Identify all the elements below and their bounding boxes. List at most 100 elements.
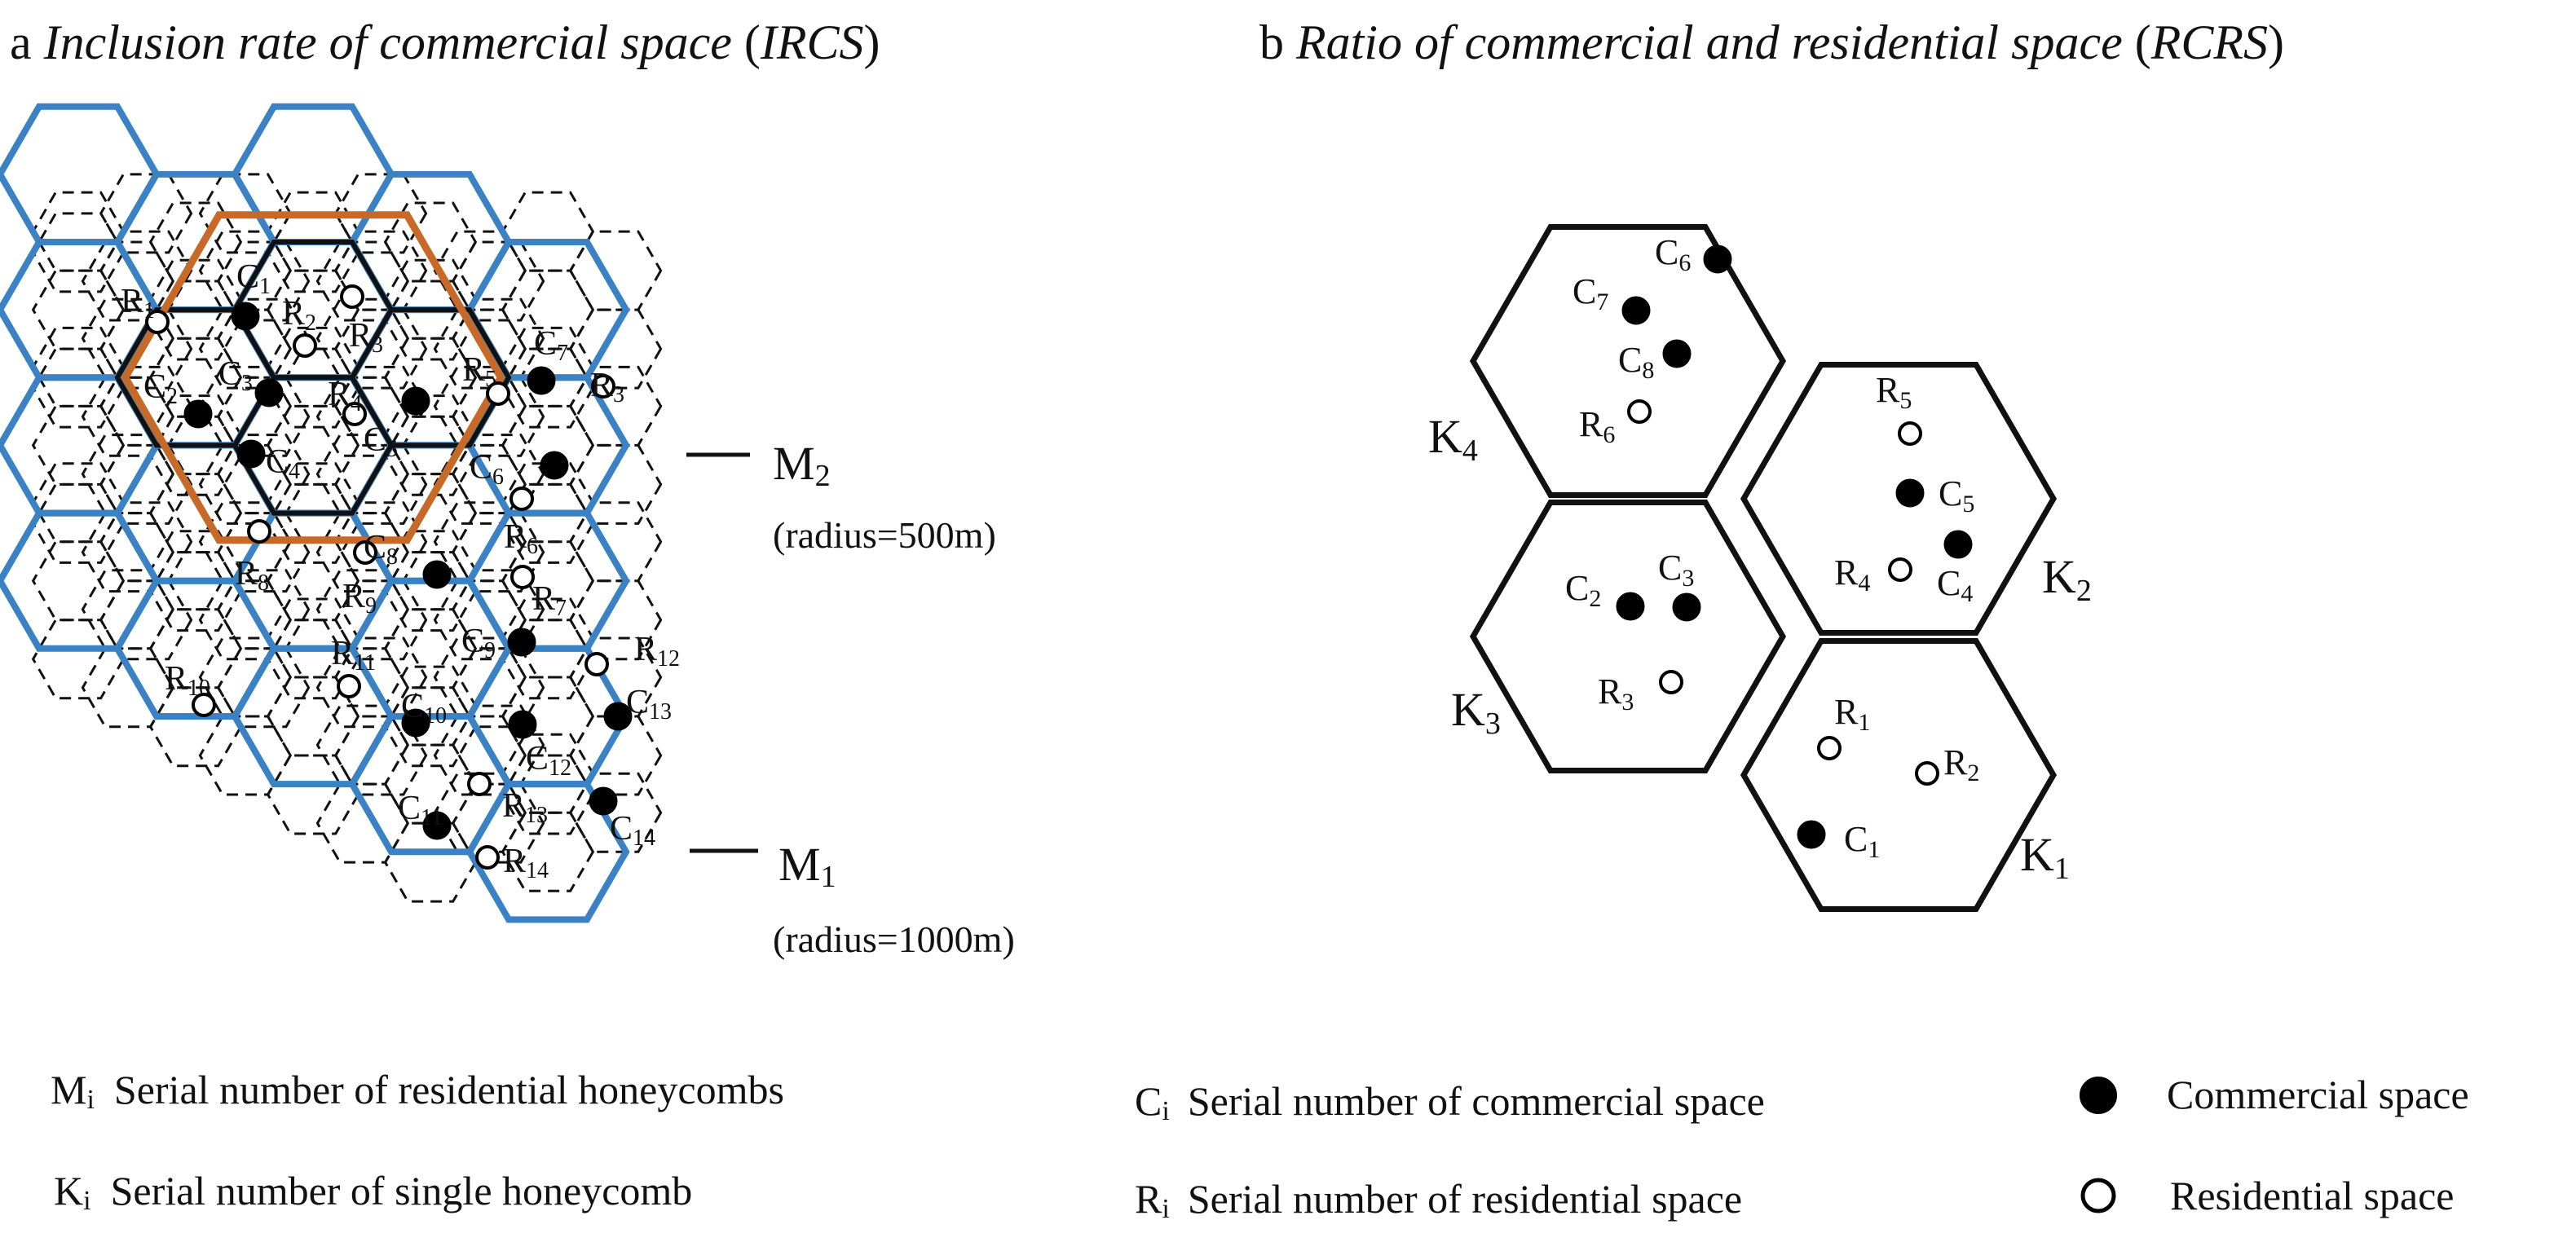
point-label-c3: C3 bbox=[1658, 548, 1694, 592]
small-hexagon bbox=[31, 619, 126, 700]
legend-commercial-label: Commercial space bbox=[2167, 1072, 2469, 1117]
small-hexagon bbox=[31, 462, 126, 544]
legend-residential-label: Residential space bbox=[2170, 1173, 2455, 1218]
commercial-point bbox=[1703, 244, 1732, 274]
point-label-c2: C2 bbox=[143, 368, 178, 409]
small-hexagon bbox=[383, 280, 478, 361]
point-label-c6: C6 bbox=[1655, 232, 1691, 276]
residential-point bbox=[337, 674, 361, 698]
commercial-point bbox=[401, 386, 430, 416]
honeycomb-k2 bbox=[1740, 362, 2058, 636]
point-label-c13: C13 bbox=[626, 684, 672, 724]
point-label-c4: C4 bbox=[266, 443, 300, 484]
point-label-r2: R2 bbox=[282, 295, 316, 336]
m2-label: M2 bbox=[773, 437, 831, 493]
residential-point bbox=[1627, 399, 1652, 424]
small-hexagon bbox=[31, 482, 126, 564]
legend-residential-dot bbox=[2080, 1178, 2116, 1213]
point-label-c2: C2 bbox=[1565, 568, 1601, 612]
point-label-c12: C12 bbox=[526, 740, 571, 781]
point-label-c6: C6 bbox=[470, 449, 504, 490]
small-hexagon bbox=[31, 540, 126, 622]
commercial-point bbox=[1616, 592, 1645, 621]
m1-radius-note: (radius=1000m) bbox=[773, 918, 1015, 960]
small-hexagon bbox=[568, 365, 663, 447]
point-label-c8: C8 bbox=[364, 529, 398, 570]
small-hexagon bbox=[383, 415, 478, 496]
panel-a-points bbox=[145, 284, 633, 870]
small-hexagon bbox=[568, 636, 663, 718]
honeycomb-k1 bbox=[1740, 638, 2058, 912]
small-hexagon bbox=[31, 347, 126, 429]
residential-point bbox=[467, 772, 492, 796]
residential-point bbox=[293, 333, 317, 358]
point-label-c14: C14 bbox=[610, 810, 655, 851]
residential-point bbox=[145, 310, 170, 334]
m1-orange-boundary bbox=[121, 211, 505, 544]
m1-label: M1 bbox=[779, 838, 836, 894]
point-label-r4: R4 bbox=[328, 376, 362, 416]
commercial-point bbox=[183, 399, 213, 429]
residential-point bbox=[342, 402, 367, 426]
point-label-r3: R3 bbox=[1598, 672, 1634, 716]
point-label-r4: R4 bbox=[1834, 553, 1870, 597]
point-label-r3: R3 bbox=[349, 317, 383, 358]
panel-b-title: b Ratio of commercial and residential sp… bbox=[1259, 15, 2284, 69]
residential-point bbox=[1915, 761, 1939, 786]
small-hexagon bbox=[148, 415, 243, 496]
commercial-point bbox=[603, 702, 633, 731]
residential-point bbox=[1817, 736, 1842, 760]
residential-point bbox=[510, 565, 535, 589]
residential-point bbox=[1888, 557, 1912, 582]
commercial-point bbox=[527, 366, 556, 395]
point-label-r2: R2 bbox=[1943, 742, 1979, 786]
commercial-point bbox=[507, 628, 536, 657]
cell-label-k2: K2 bbox=[2042, 550, 2092, 608]
cell-label-k1: K1 bbox=[2020, 828, 2070, 886]
residential-point bbox=[247, 519, 271, 544]
residential-point bbox=[509, 487, 534, 511]
point-label-r12: R12 bbox=[634, 631, 680, 672]
small-hexagon bbox=[501, 191, 595, 272]
residential-point bbox=[340, 284, 364, 309]
commercial-point bbox=[589, 786, 618, 816]
point-label-c5: C5 bbox=[1939, 473, 1974, 518]
commercial-point bbox=[236, 439, 266, 469]
small-hexagon bbox=[383, 258, 478, 340]
small-hexagon bbox=[383, 394, 478, 476]
core-honeycomb bbox=[349, 307, 512, 448]
small-hexagon bbox=[31, 404, 126, 486]
panel-b-hexagons bbox=[1469, 224, 2058, 912]
point-label-r5: R5 bbox=[1876, 370, 1912, 414]
commercial-point bbox=[422, 560, 452, 589]
small-hexagon bbox=[31, 326, 126, 407]
commercial-point bbox=[540, 451, 569, 480]
honeycomb-k3 bbox=[1469, 500, 1787, 773]
commercial-point bbox=[1662, 339, 1692, 368]
point-label-c7: C7 bbox=[1573, 271, 1608, 315]
honeycomb-k4 bbox=[1469, 224, 1787, 498]
point-label-c1: C1 bbox=[236, 258, 271, 299]
cell-label-k3: K3 bbox=[1451, 683, 1501, 741]
small-hexagon bbox=[31, 269, 126, 350]
point-label-r7: R7 bbox=[532, 580, 567, 621]
point-label-c4: C4 bbox=[1937, 563, 1973, 607]
blue-honeycomb bbox=[465, 781, 630, 923]
commercial-point bbox=[401, 708, 430, 738]
commercial-point bbox=[1943, 530, 1973, 559]
point-label-c9: C9 bbox=[461, 623, 496, 663]
point-label-r9: R9 bbox=[342, 578, 377, 619]
residential-point bbox=[1659, 670, 1683, 694]
point-label-r6: R6 bbox=[1579, 404, 1615, 448]
legend-commercial-dot bbox=[2080, 1077, 2117, 1114]
point-label-c11: C11 bbox=[398, 790, 443, 830]
